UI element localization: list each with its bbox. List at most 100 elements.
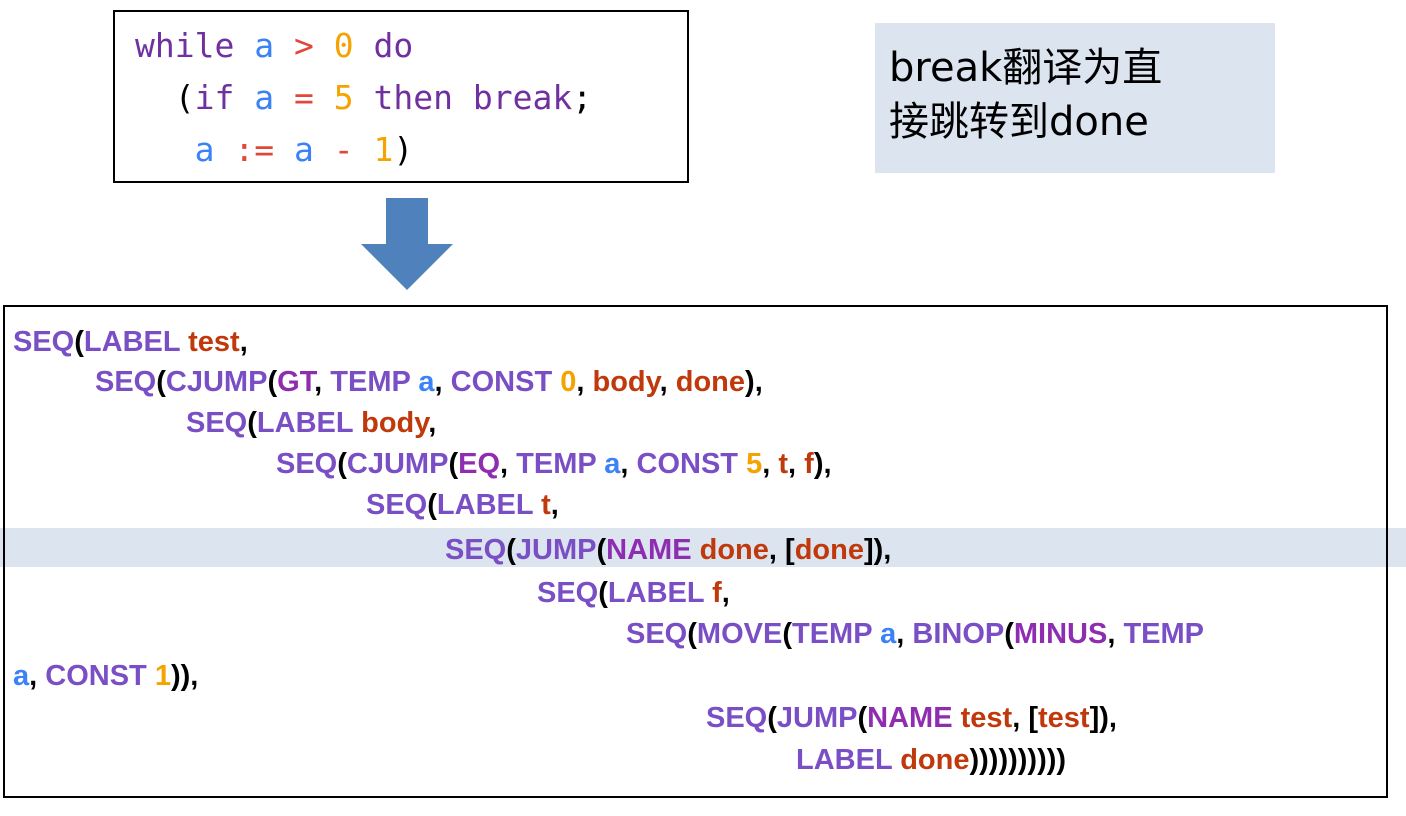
ir-token: SEQ [706,702,768,734]
ir-token: ( [267,366,278,398]
ir-line: a, CONST 1)), [13,656,198,696]
ir-token: f [804,448,814,480]
ir-token: TEMP [330,366,411,398]
ir-token: , [314,366,331,398]
ir-line: SEQ(CJUMP(GT, TEMP a, CONST 0, body, don… [95,362,763,402]
ir-line: LABEL done)))))))))) [796,740,1066,780]
ir-token: , [500,448,517,480]
source-token [214,130,234,169]
note-line-2: 接跳转到done [889,99,1149,145]
source-token: if [194,78,235,117]
ir-token: , [576,366,593,398]
ir-token: EQ [458,448,501,480]
source-token: a [293,130,314,169]
ir-token: , [788,448,805,480]
ir-token [147,660,155,692]
ir-token: NAME [867,702,953,734]
ir-token: MOVE [696,618,783,650]
ir-token: t [541,489,551,521]
ir-token: TEMP [792,618,873,650]
ir-token: TEMP [1123,618,1205,650]
ir-token: ( [782,618,792,650]
ir-token: SEQ [445,534,507,566]
source-token: 5 [333,78,354,117]
source-token: do [373,26,414,65]
ir-token: ]), [863,534,892,566]
ir-token: done [699,534,769,566]
ir-token: f [712,577,722,609]
source-token: = [293,78,314,117]
ir-token: )), [170,660,199,692]
ir-token: a [13,660,30,692]
ir-line: SEQ(JUMP(NAME done, [done]), [445,530,891,570]
ir-token: , [620,448,637,480]
ir-token: ( [857,702,868,734]
ir-token [704,577,712,609]
ir-token: SEQ [537,577,599,609]
ir-token: ( [337,448,347,480]
ir-token: CJUMP [165,366,268,398]
source-token [274,78,294,117]
source-token: a [254,26,275,65]
ir-token: , [659,366,676,398]
ir-token: a [418,366,435,398]
source-token [274,26,294,65]
source-token [314,130,334,169]
source-token [234,26,254,65]
ir-line: SEQ(LABEL body, [186,403,436,443]
ir-token: test [1037,702,1090,734]
ir-token: , [239,326,248,358]
ir-token: MINUS [1013,618,1108,650]
ir-token: ( [427,489,437,521]
ir-token: done [900,744,970,776]
ir-token: SEQ [276,448,338,480]
ir-token [872,618,880,650]
ir-token: CONST [45,660,147,692]
source-token [135,130,195,169]
ir-token: ( [506,534,516,566]
ir-token: CJUMP [346,448,449,480]
source-token [234,78,254,117]
source-token: 0 [333,26,354,65]
ir-token: JUMP [515,534,597,566]
ir-token: test [188,326,240,358]
source-token: 1 [373,130,394,169]
ir-token [353,407,361,439]
source-token: a [194,130,215,169]
ir-token: , [ [1012,702,1038,734]
source-token: := [234,130,275,169]
source-token: break [472,78,573,117]
source-token: > [293,26,314,65]
ir-token: ( [156,366,166,398]
note-line-1: break翻译为直 [889,45,1163,91]
source-token [314,26,334,65]
ir-token [533,489,541,521]
ir-token: SEQ [366,489,428,521]
ir-token: ( [687,618,697,650]
ir-token: SEQ [95,366,157,398]
source-line: while a > 0 do [135,20,592,72]
source-token: a [254,78,275,117]
source-token [354,26,374,65]
ir-token: BINOP [912,618,1005,650]
ir-token: , [1107,618,1124,650]
ir-token: ( [767,702,777,734]
ir-token: done [675,366,746,398]
ir-token [738,448,746,480]
ir-token: , [721,577,730,609]
ir-token: , [434,366,451,398]
ir-token: )))))))))) [969,744,1067,776]
ir-token: t [778,448,789,480]
ir-token: , [762,448,779,480]
ir-token: ), [813,448,832,480]
ir-token: a [880,618,897,650]
ir-token: SEQ [186,407,248,439]
ir-token: SEQ [626,618,688,650]
ir-token: test [960,702,1013,734]
explanation-note: break翻译为直 接跳转到done [875,23,1275,173]
ir-token: SEQ [13,326,75,358]
ir-token [953,702,961,734]
ir-token: ( [598,577,608,609]
source-line: (if a = 5 then break; [135,72,592,124]
ir-token: , [550,489,559,521]
